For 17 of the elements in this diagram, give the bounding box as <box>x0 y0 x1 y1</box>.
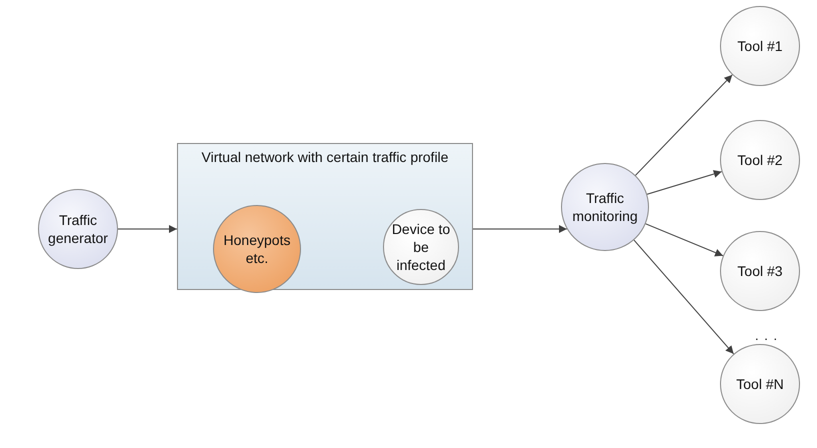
arrow <box>118 225 178 233</box>
node-label: Tool #N <box>736 374 784 394</box>
node-label: Tool #3 <box>737 262 783 280</box>
node-label: Tool #2 <box>737 150 783 170</box>
node-label: Traffic monitoring <box>571 188 639 226</box>
arrow <box>645 223 724 256</box>
arrow <box>646 170 722 195</box>
arrow <box>635 74 733 176</box>
arrow <box>472 225 568 233</box>
node-label: Traffic generator <box>47 210 109 248</box>
node-label: Honeypots etc. <box>222 230 292 268</box>
box-title: Virtual network with certain traffic profile <box>200 148 450 167</box>
node-label: Device to be infected <box>390 220 452 274</box>
ellipsis-label: . . . <box>755 328 778 343</box>
node-label: Tool #1 <box>737 36 783 56</box>
arrow <box>633 240 734 354</box>
network-box <box>177 143 473 290</box>
